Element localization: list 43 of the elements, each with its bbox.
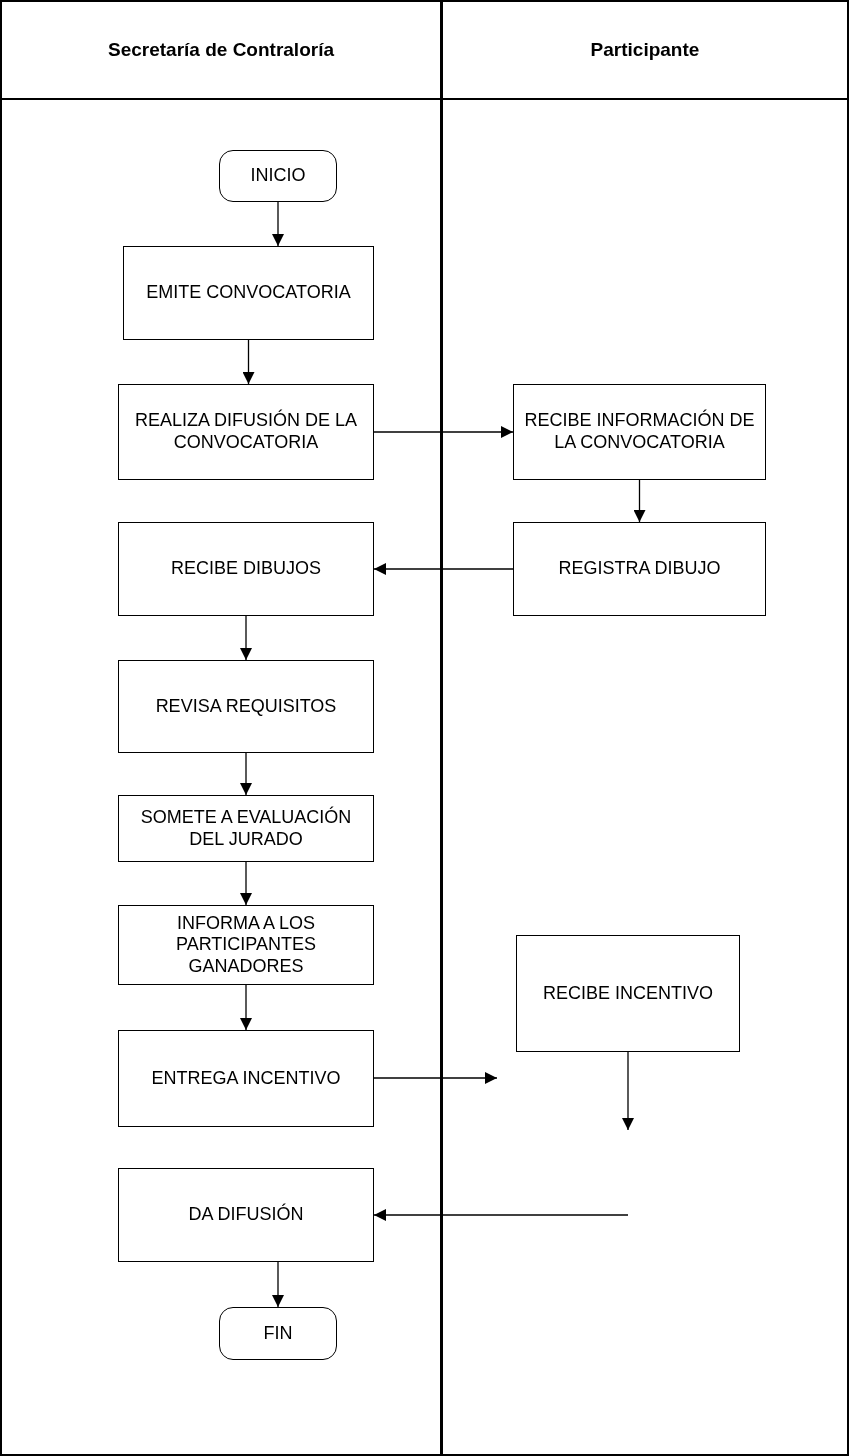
box-label: RECIBE DIBUJOS: [171, 558, 321, 580]
box-label: EMITE CONVOCATORIA: [146, 282, 351, 304]
process-box: [118, 905, 374, 985]
arrow: [373, 1209, 629, 1221]
arrow: [240, 861, 252, 906]
box-label: INFORMA A LOS PARTICIPANTES GANADORES: [175, 912, 317, 978]
process-box: [118, 795, 374, 862]
process-box: [118, 660, 374, 753]
terminal-box: [219, 150, 337, 202]
swimlane: [443, 0, 849, 1456]
arrow: [373, 563, 514, 575]
lane-header: Secretaría de Contraloría: [2, 2, 440, 100]
lane-header: Participante: [443, 2, 847, 100]
arrow: [240, 615, 252, 661]
arrow: [272, 201, 284, 247]
box-label: DA DIFUSIÓN: [188, 1204, 304, 1226]
process-box: [118, 1030, 374, 1127]
process-box: [118, 384, 374, 480]
arrow: [373, 1072, 498, 1084]
box-label: REALIZA DIFUSIÓN DE LA CONVOCATORIA: [133, 410, 359, 454]
box-label: SOMETE A EVALUACIÓN DEL JURADO: [139, 806, 353, 851]
arrow: [622, 1051, 634, 1131]
box-label: FIN: [263, 1322, 293, 1345]
arrow: [373, 426, 514, 438]
swimlane: [0, 0, 443, 1456]
process-box: [123, 246, 374, 340]
process-box: [118, 522, 374, 616]
arrow: [633, 479, 646, 523]
process-box: [513, 384, 766, 480]
arrow: [240, 752, 252, 796]
process-box: [513, 522, 766, 616]
arrow: [240, 984, 252, 1031]
arrow: [242, 339, 255, 385]
box-label: REVISA REQUISITOS: [155, 695, 337, 718]
box-label: RECIBE INCENTIVO: [543, 982, 713, 1005]
box-label: RECIBE INFORMACIÓN DE LA CONVOCATORIA: [523, 410, 756, 454]
box-label: REGISTRA DIBUJO: [558, 558, 721, 580]
process-box: [118, 1168, 374, 1262]
process-box: [516, 935, 740, 1052]
box-label: ENTREGA INCENTIVO: [151, 1067, 341, 1090]
arrow: [272, 1261, 284, 1308]
box-label: INICIO: [250, 165, 306, 187]
terminal-box: [219, 1307, 337, 1360]
